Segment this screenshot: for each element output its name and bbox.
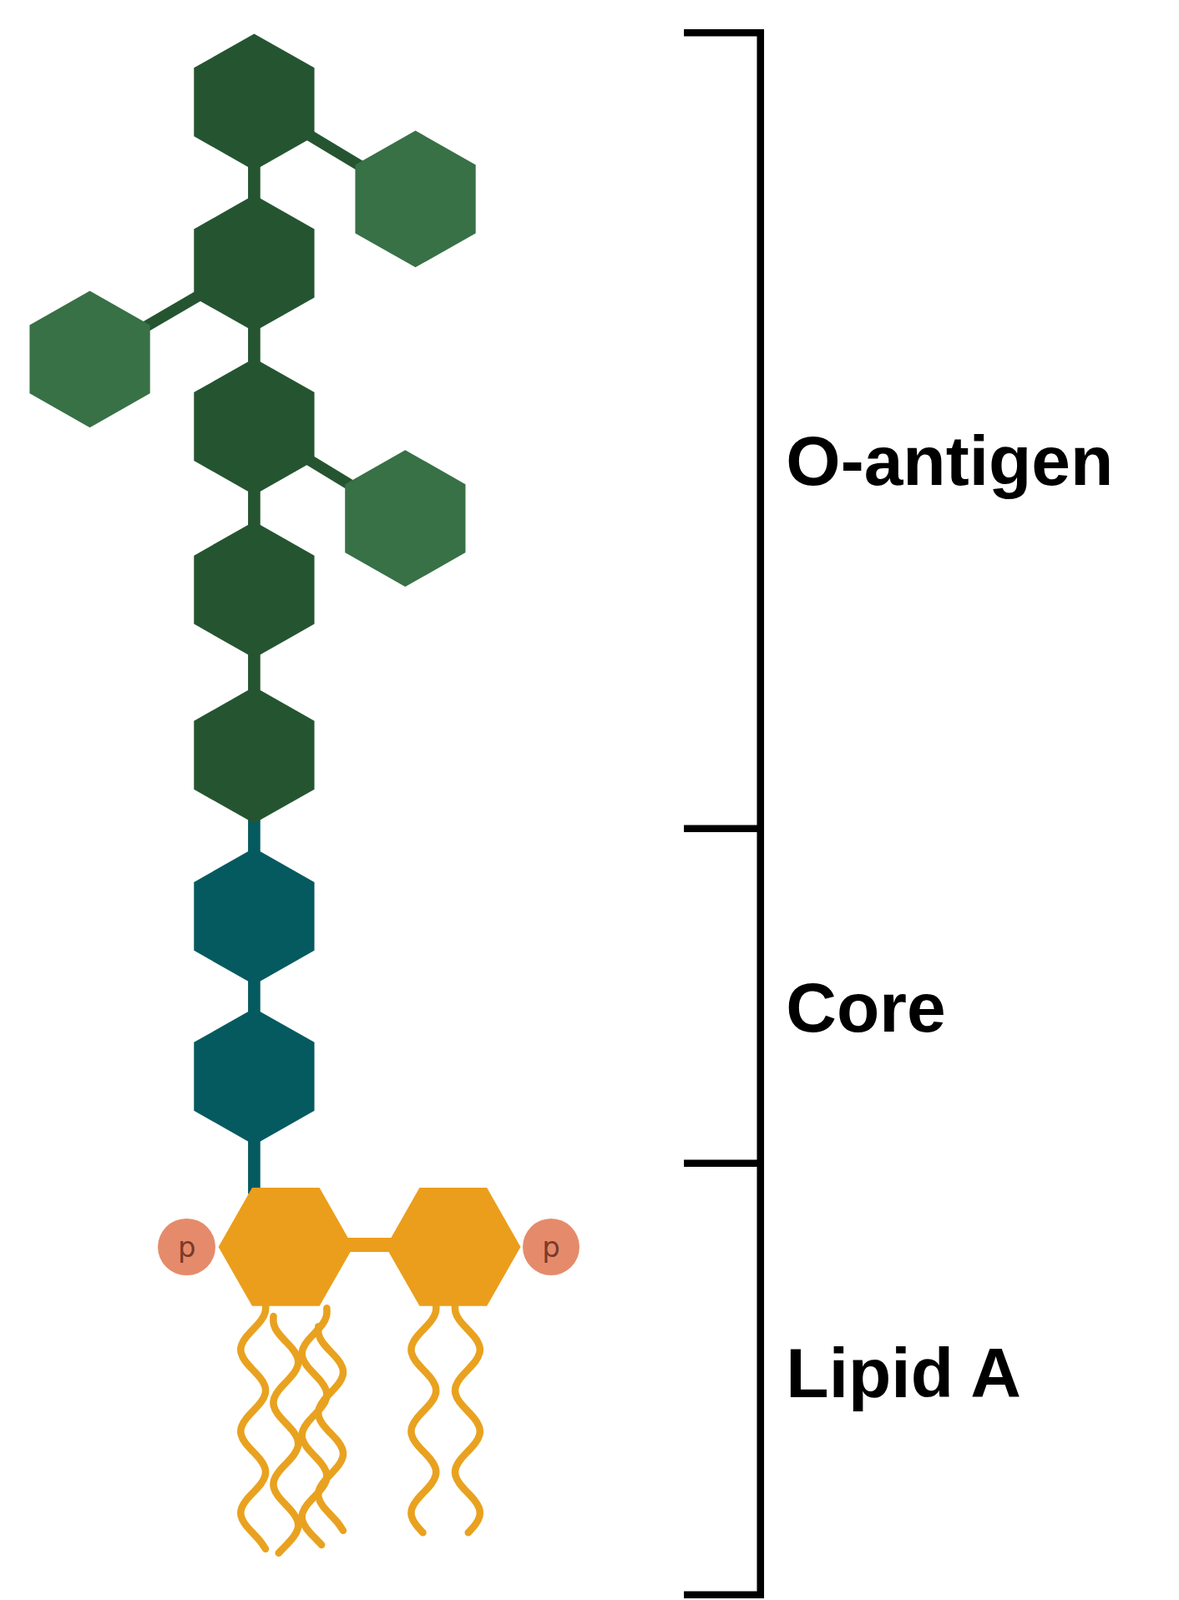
sugar-ring (193, 687, 314, 825)
fatty-acid-tail (273, 1316, 299, 1554)
region-label: Core (785, 966, 946, 1051)
fatty-acid-tails (240, 1304, 480, 1554)
fatty-acid-tail (455, 1304, 481, 1534)
sugar-ring (193, 33, 314, 171)
phosphate-label: p (177, 1233, 197, 1262)
sugar-ring (193, 848, 314, 986)
sugar-ring (29, 290, 150, 428)
sugar-ring (385, 1188, 521, 1307)
fatty-acid-tail (410, 1304, 436, 1534)
sugar-ring (193, 195, 314, 333)
sugar-rings (29, 33, 521, 1306)
bracket-tick (683, 824, 761, 833)
fatty-acid-tail (318, 1326, 344, 1532)
region-label: Lipid A (785, 1331, 1022, 1417)
glycosidic-bonds (90, 101, 454, 1245)
phosphate-label: p (541, 1233, 561, 1262)
phosphate-circle: p (157, 1219, 215, 1276)
sugar-ring (354, 131, 476, 269)
bracket (683, 32, 761, 1596)
region-label: O-antigen (785, 419, 1114, 504)
fatty-acid-tail (240, 1304, 266, 1549)
sugar-ring (218, 1188, 354, 1307)
sugar-ring (193, 521, 314, 659)
bracket-tick (683, 1159, 761, 1168)
phosphate-circle: p (522, 1219, 580, 1276)
sugar-ring (193, 358, 314, 496)
sugar-ring (344, 450, 466, 587)
sugar-ring (193, 1008, 314, 1146)
bracket-line (683, 32, 761, 1596)
